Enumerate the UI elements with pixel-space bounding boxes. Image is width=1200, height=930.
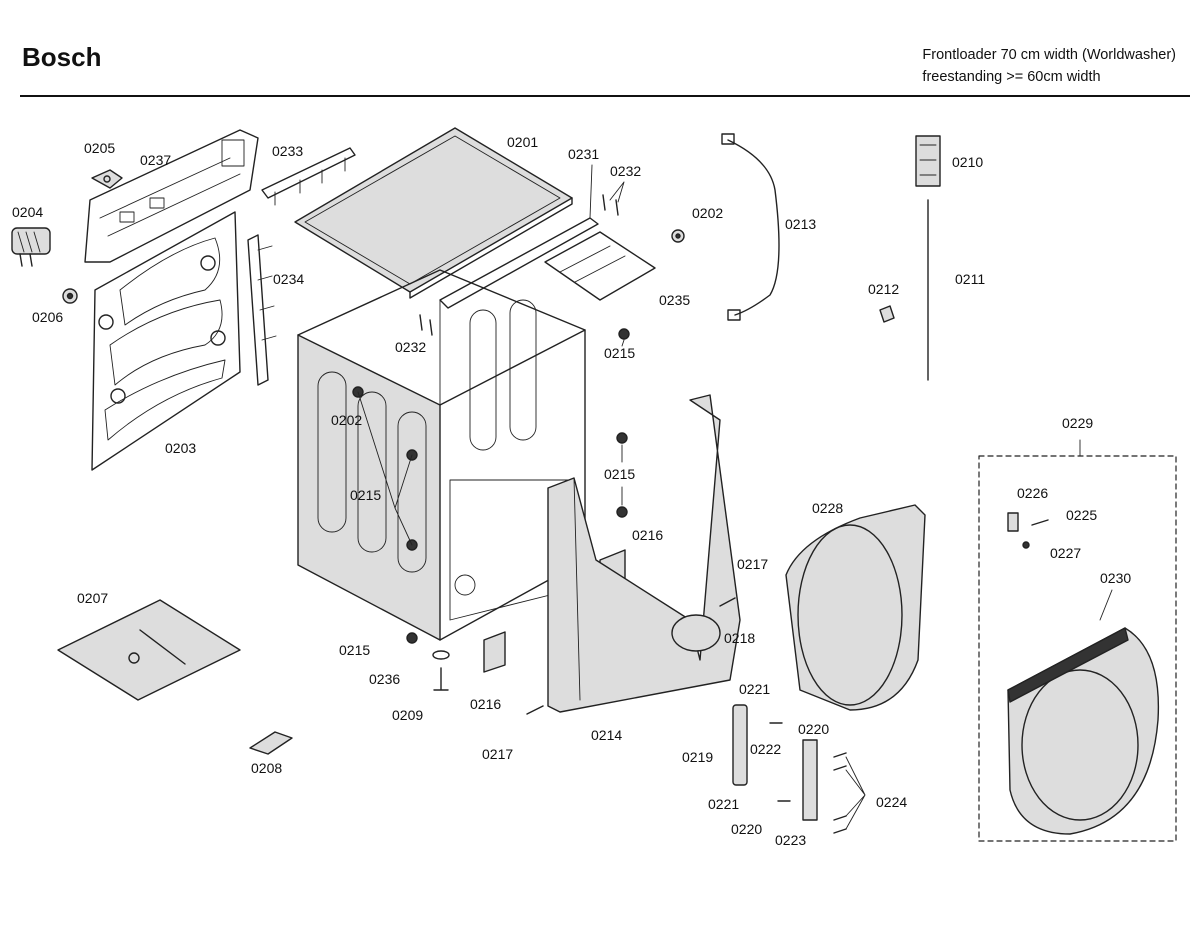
part-0231-drawing <box>439 217 599 309</box>
part-0232-drawing <box>419 194 619 336</box>
cabinet-body-drawing <box>297 269 586 641</box>
brand-title: Bosch <box>22 42 102 72</box>
label-0216-right: 0216 <box>632 527 664 543</box>
part-0210-drawing <box>915 135 941 187</box>
label-0220-upper: 0220 <box>798 721 830 737</box>
part-0205-drawing <box>91 169 123 189</box>
label-0234: 0234 <box>273 271 305 287</box>
part-0226-drawing <box>1007 512 1019 532</box>
part-0214-drawing <box>547 394 741 713</box>
label-0208: 0208 <box>251 760 283 776</box>
label-0202-left: 0202 <box>331 412 363 428</box>
part-0204-drawing <box>11 227 51 267</box>
label-0203: 0203 <box>165 440 197 456</box>
model-line-2: freestanding >= 60cm width <box>922 69 1101 85</box>
model-line-1: Frontloader 70 cm width (Worldwasher) <box>922 47 1176 63</box>
part-0202-drawing <box>671 229 685 243</box>
label-0215-lower-right: 0215 <box>604 466 636 482</box>
label-0223: 0223 <box>775 832 807 848</box>
part-0229-group-box <box>978 439 1177 842</box>
label-0212: 0212 <box>868 281 900 297</box>
label-0202-right: 0202 <box>692 205 724 221</box>
part-0218-drawing <box>671 614 721 652</box>
label-0206: 0206 <box>32 309 64 325</box>
part-0228-drawing <box>785 504 926 711</box>
label-0221-upper: 0221 <box>739 681 771 697</box>
part-0212-drawing <box>879 305 895 323</box>
label-0232-left: 0232 <box>395 339 427 355</box>
label-0210: 0210 <box>952 154 984 170</box>
label-0215-side: 0215 <box>350 487 382 503</box>
part-0207-drawing <box>57 599 241 701</box>
label-0228: 0228 <box>812 500 844 516</box>
label-0231: 0231 <box>568 146 600 162</box>
label-0221-lower: 0221 <box>708 796 740 812</box>
label-0204: 0204 <box>12 204 44 220</box>
part-0227-drawing <box>1022 541 1030 549</box>
part-0233-drawing <box>261 147 356 206</box>
label-0217-bottom: 0217 <box>482 746 514 762</box>
part-0215-drawing <box>406 328 630 644</box>
label-0227: 0227 <box>1050 545 1082 561</box>
label-0215-bottom: 0215 <box>339 642 371 658</box>
label-0236: 0236 <box>369 671 401 687</box>
part-0234-drawing <box>247 234 277 386</box>
label-0207: 0207 <box>77 590 109 606</box>
part-0235-drawing <box>544 231 656 301</box>
label-0237: 0237 <box>140 152 172 168</box>
header-divider <box>20 95 1190 97</box>
label-0225: 0225 <box>1066 507 1098 523</box>
label-0233: 0233 <box>272 143 304 159</box>
part-0225-drawing <box>1031 519 1049 526</box>
label-0224: 0224 <box>876 794 908 810</box>
part-0224-drawing <box>833 752 847 834</box>
part-0208-drawing <box>249 731 293 755</box>
label-0215-upper-right: 0215 <box>604 345 636 361</box>
part-0217-drawing <box>526 597 736 715</box>
label-0235: 0235 <box>659 292 691 308</box>
label-0230: 0230 <box>1100 570 1132 586</box>
label-0213: 0213 <box>785 216 817 232</box>
label-0220-lower: 0220 <box>731 821 763 837</box>
leader-lines <box>357 164 1113 830</box>
model-description: Frontloader 70 cm width (Worldwasher) fr… <box>922 44 1176 88</box>
label-0209: 0209 <box>392 707 424 723</box>
part-0230-drawing <box>1007 627 1160 835</box>
part-0203-drawing <box>91 211 241 471</box>
part-0201-drawing <box>294 127 573 299</box>
label-0218: 0218 <box>724 630 756 646</box>
label-0214: 0214 <box>591 727 623 743</box>
part-0223-drawing <box>802 739 818 821</box>
label-0219: 0219 <box>682 749 714 765</box>
part-0206-drawing <box>62 288 78 304</box>
part-0237-drawing <box>84 129 259 263</box>
label-0211: 0211 <box>955 271 986 287</box>
label-0205: 0205 <box>84 140 116 156</box>
label-0201: 0201 <box>507 134 539 150</box>
part-0220-drawing <box>769 722 791 802</box>
part-0219-drawing <box>732 704 748 786</box>
label-0216-bottom: 0216 <box>470 696 502 712</box>
label-0217-right: 0217 <box>737 556 769 572</box>
label-0226: 0226 <box>1017 485 1049 501</box>
label-0222: 0222 <box>750 741 782 757</box>
label-0229: 0229 <box>1062 415 1094 431</box>
part-0213-drawing <box>721 133 780 321</box>
part-0209-drawing <box>432 650 450 691</box>
label-0232-right: 0232 <box>610 163 642 179</box>
